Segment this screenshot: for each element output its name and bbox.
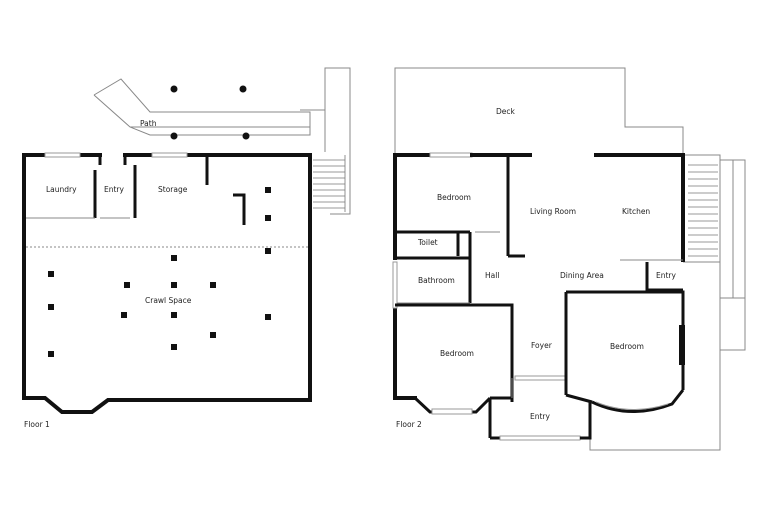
bedroom-left-label: Bedroom	[440, 349, 474, 358]
floor-1-plan: Path Laundry Entry Storage Crawl Space F…	[22, 67, 351, 429]
post-marker	[242, 132, 250, 140]
crawl-space-label: Crawl Space	[145, 296, 192, 305]
toilet-label: Toilet	[417, 238, 438, 247]
entry-door	[499, 435, 581, 441]
hall-label: Hall	[485, 271, 499, 280]
path-outline	[93, 78, 311, 136]
floor-2-title: Floor 2	[396, 420, 422, 429]
bedroom-top-label: Bedroom	[437, 193, 471, 202]
laundry-label: Laundry	[46, 185, 77, 194]
bay-window-left	[413, 396, 492, 415]
floor-2-stair-frame	[683, 154, 721, 263]
closet-wall	[679, 325, 685, 365]
post-marker	[170, 85, 178, 93]
bay-window-right	[591, 389, 685, 413]
living-room-label: Living Room	[530, 207, 576, 216]
kitchen-label: Kitchen	[622, 207, 650, 216]
window	[44, 152, 81, 158]
crawl-space-piers	[48, 187, 271, 357]
window	[151, 152, 188, 158]
path-label: Path	[140, 119, 157, 128]
deck-label: Deck	[496, 107, 516, 116]
bathroom-label: Bathroom	[418, 276, 455, 285]
window	[392, 261, 398, 309]
foyer-door	[514, 375, 566, 381]
bedroom-right-label: Bedroom	[610, 342, 644, 351]
floor-2-plan: Deck Bedroom Living Room Kitchen Toilet …	[392, 67, 746, 451]
entry-bottom-label: Entry	[530, 412, 551, 421]
post-marker	[170, 132, 178, 140]
post-marker	[239, 85, 247, 93]
floor-1-title: Floor 1	[24, 420, 50, 429]
window	[429, 152, 473, 158]
side-entry-label: Entry	[656, 271, 677, 280]
foyer-label: Foyer	[531, 341, 553, 350]
floor-1-stair-frame	[300, 67, 351, 215]
storage-label: Storage	[158, 185, 188, 194]
floor-2-stairs	[688, 164, 718, 257]
floor-1-outer-wall	[22, 153, 312, 414]
entry-label: Entry	[104, 185, 125, 194]
dining-area-label: Dining Area	[560, 271, 604, 280]
deck-outline	[394, 67, 684, 155]
floor-1-stairs	[313, 155, 346, 212]
